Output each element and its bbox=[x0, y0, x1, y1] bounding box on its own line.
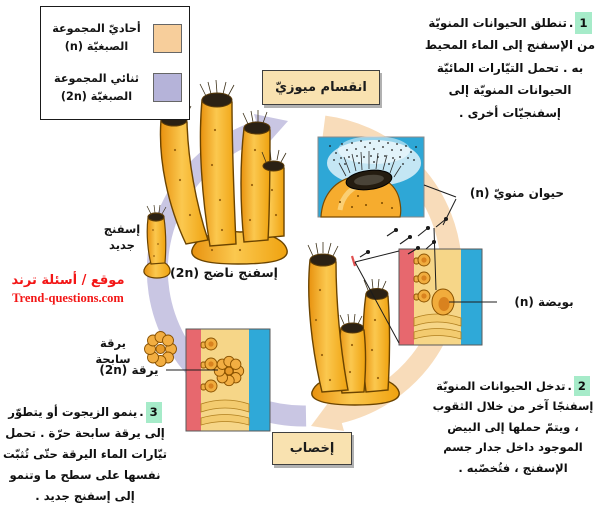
haploid-color-swatch bbox=[153, 23, 182, 53]
step-3-number: 3 bbox=[145, 402, 162, 424]
watermark-url: Trend-questions.com bbox=[12, 291, 124, 305]
egg-cross-section-inset bbox=[398, 248, 483, 346]
egg-cell bbox=[431, 288, 455, 316]
egg-label: بويضة (n) bbox=[514, 295, 574, 309]
diploid-color-swatch bbox=[153, 73, 182, 103]
legend: أحاديّ المجموعة الصبغيّة (n) ثنائي المجم… bbox=[40, 6, 190, 120]
mature-sponge-illustration bbox=[158, 79, 288, 265]
watermark-arabic: موقع / أسئلة ترند bbox=[11, 273, 125, 288]
step-2-number: 2 bbox=[573, 376, 590, 397]
pointer-lines bbox=[166, 184, 497, 371]
legend-item-haploid: أحاديّ المجموعة الصبغيّة (n) bbox=[48, 20, 182, 57]
new-sponge-illustration bbox=[143, 204, 171, 279]
new-sponge-label: إسفنج جديد bbox=[103, 222, 141, 252]
step-3-text: 3.ينمو الزيجوت أو يتطوّر إلى يرقة سابحة … bbox=[0, 402, 170, 505]
step-1-number: 1 bbox=[575, 12, 592, 35]
larva-cross-section-inset bbox=[185, 328, 271, 432]
haploid-legend-label: أحاديّ المجموعة الصبغيّة (n) bbox=[52, 21, 141, 54]
mature-sponge-label: إسفنج ناضج (2n) bbox=[170, 265, 278, 280]
step-1-text: 1.تنطلق الحيوانات المنويّة من الإسفنج إل… bbox=[424, 12, 596, 124]
receiving-sponge-illustration bbox=[307, 242, 400, 406]
swimming-larva-label: يرقة سابحة bbox=[95, 336, 131, 366]
embryo-cell-ball bbox=[213, 355, 245, 387]
meiosis-stage-box: انقسام ميوزيّ bbox=[262, 70, 380, 105]
fertilization-stage-box: إخصاب bbox=[272, 432, 352, 465]
swimming-larva-illustration bbox=[144, 331, 177, 367]
step-2-text: 2.تدخل الحيوانات المنويّة إسفنجًا آخر من… bbox=[430, 376, 596, 478]
sperm-release-inset bbox=[317, 136, 425, 218]
watermark: موقع / أسئلة ترند Trend-questions.com bbox=[4, 273, 132, 306]
sperm-label: حيوان منويّ (n) bbox=[469, 186, 565, 200]
diploid-legend-label: ثنائي المجموعة الصبغيّة (2n) bbox=[54, 71, 139, 103]
legend-item-diploid: ثنائي المجموعة الصبغيّة (2n) bbox=[48, 70, 182, 107]
larva-label: يرقة (2n) bbox=[99, 363, 159, 377]
